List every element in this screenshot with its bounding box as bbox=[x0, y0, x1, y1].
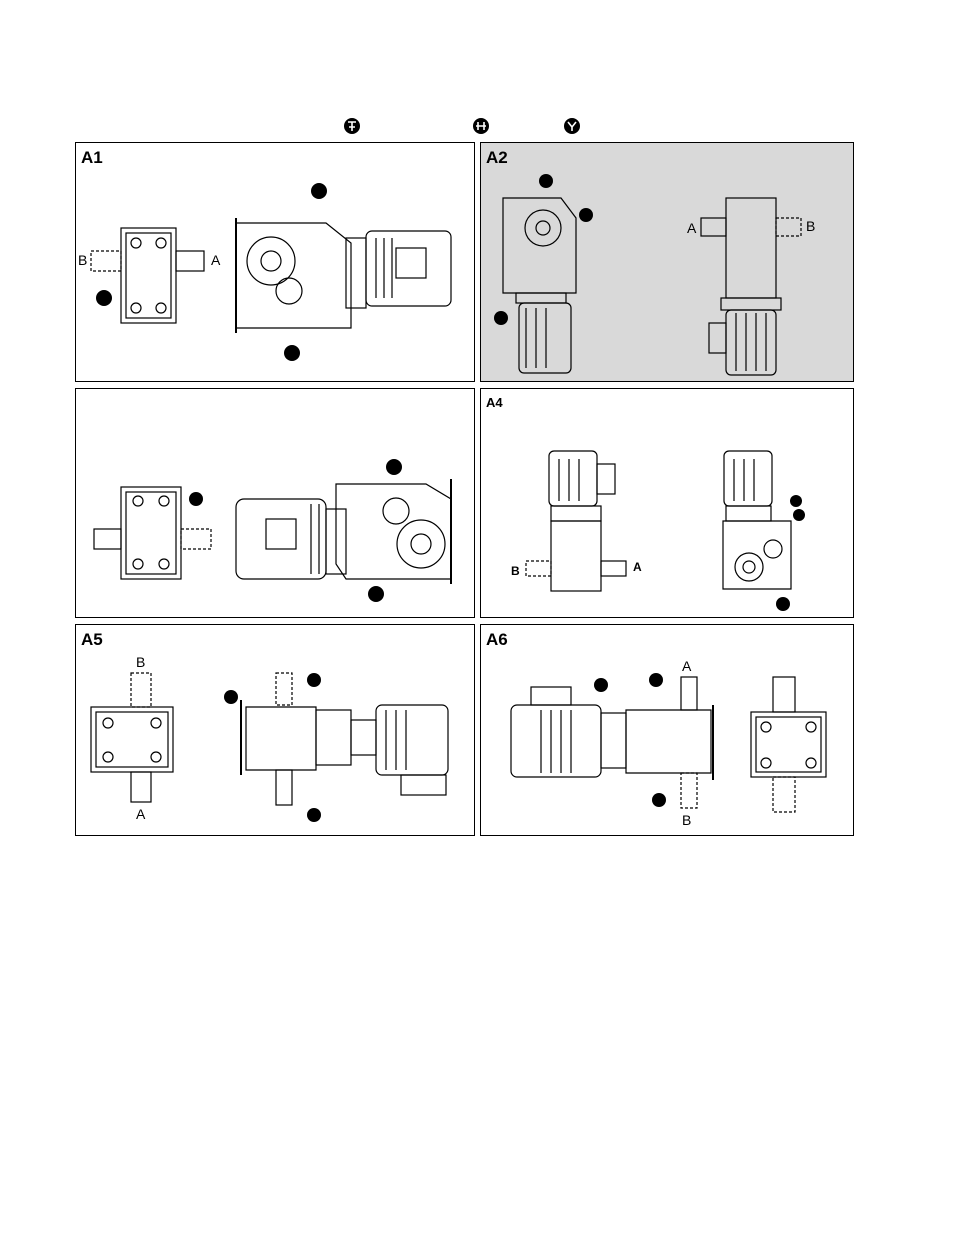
mounting-diagram bbox=[76, 389, 475, 618]
panel-a3 bbox=[75, 388, 475, 618]
shaft-label-b: B bbox=[806, 218, 815, 234]
vent-plug-icon bbox=[307, 673, 321, 687]
mounting-diagram: B A bbox=[76, 625, 475, 836]
level-plug-icon bbox=[224, 690, 238, 704]
vent-plug-icon bbox=[311, 183, 327, 199]
shaft-label-b: B bbox=[136, 654, 145, 670]
mounting-diagram: A B bbox=[481, 625, 854, 836]
panel-a6: A6 A B bbox=[480, 624, 854, 836]
mounting-diagram: B A bbox=[76, 143, 475, 382]
drain-plug-icon bbox=[494, 311, 508, 325]
panel-a5: A5 B A bbox=[75, 624, 475, 836]
drain-plug-icon bbox=[776, 597, 790, 611]
level-plug-icon bbox=[472, 117, 490, 135]
vent-plug-icon bbox=[649, 673, 663, 687]
drain-plug-icon bbox=[343, 117, 361, 135]
shaft-label-b: B bbox=[511, 564, 520, 578]
mounting-diagram: B A bbox=[481, 389, 854, 618]
shaft-label-b: B bbox=[682, 812, 691, 828]
shaft-label-a: A bbox=[682, 658, 692, 674]
vent-plug-icon bbox=[790, 495, 802, 507]
shaft-label-a: A bbox=[633, 560, 642, 574]
panel-a1: A1 B A bbox=[75, 142, 475, 382]
level-plug-icon bbox=[189, 492, 203, 506]
shaft-label-a: A bbox=[687, 220, 697, 236]
shaft-label-a: A bbox=[136, 806, 146, 822]
shaft-label-b: B bbox=[78, 252, 87, 268]
mounting-diagram: A B bbox=[481, 143, 854, 382]
vent-plug-icon bbox=[539, 174, 553, 188]
drain-plug-icon bbox=[652, 793, 666, 807]
level-plug-icon bbox=[793, 509, 805, 521]
shaft-label-a: A bbox=[211, 252, 221, 268]
level-plug-icon bbox=[284, 345, 300, 361]
drain-plug-icon bbox=[96, 290, 112, 306]
drain-plug-icon bbox=[368, 586, 384, 602]
vent-plug-icon bbox=[386, 459, 402, 475]
drain-plug-icon bbox=[307, 808, 321, 822]
level-plug-icon bbox=[579, 208, 593, 222]
level-plug-icon bbox=[594, 678, 608, 692]
panel-a4: A4 B A bbox=[480, 388, 854, 618]
vent-plug-icon bbox=[563, 117, 581, 135]
panel-a2: A2 A B bbox=[480, 142, 854, 382]
